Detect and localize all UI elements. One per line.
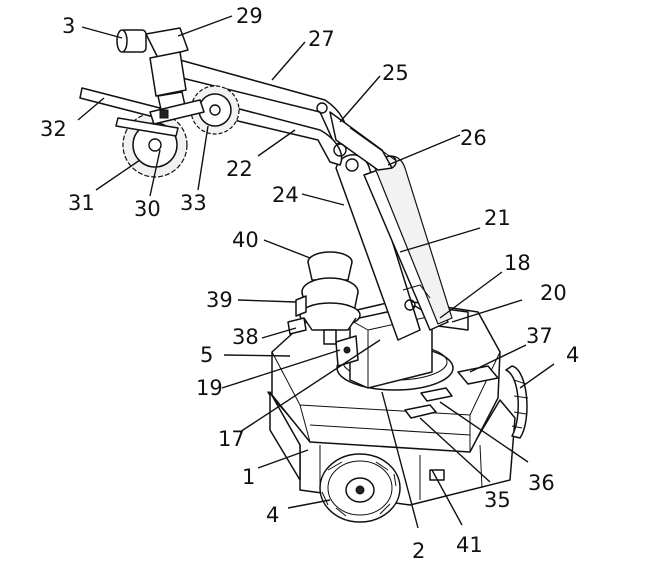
label-32: 32 bbox=[40, 117, 67, 141]
label-39: 39 bbox=[206, 288, 233, 312]
label-25: 25 bbox=[382, 61, 409, 85]
sensor-head bbox=[287, 251, 361, 345]
label-22: 22 bbox=[226, 157, 253, 181]
label-41: 41 bbox=[456, 533, 483, 557]
label-4-right: 4 bbox=[566, 343, 579, 367]
label-40: 40 bbox=[232, 228, 259, 252]
label-3: 3 bbox=[62, 14, 75, 38]
label-18: 18 bbox=[504, 251, 531, 275]
label-17: 17 bbox=[218, 427, 245, 451]
label-33: 33 bbox=[180, 191, 207, 215]
label-2: 2 bbox=[412, 539, 425, 563]
label-24: 24 bbox=[272, 183, 299, 207]
label-21: 21 bbox=[484, 206, 511, 230]
label-30: 30 bbox=[134, 197, 161, 221]
label-5: 5 bbox=[200, 343, 213, 367]
label-20: 20 bbox=[540, 281, 567, 305]
label-26: 26 bbox=[460, 126, 487, 150]
leader-lines bbox=[77, 15, 555, 529]
label-1: 1 bbox=[242, 465, 255, 489]
label-31: 31 bbox=[68, 191, 95, 215]
arm-base-plates bbox=[335, 305, 469, 389]
label-38: 38 bbox=[232, 325, 259, 349]
mecanum-wheel-right bbox=[505, 365, 529, 439]
label-29: 29 bbox=[236, 4, 263, 28]
label-19: 19 bbox=[196, 376, 223, 400]
label-37: 37 bbox=[526, 324, 553, 348]
label-36: 36 bbox=[528, 471, 555, 495]
label-35: 35 bbox=[484, 488, 511, 512]
label-4-front: 4 bbox=[266, 503, 279, 527]
part-labels: 3 29 27 25 32 26 22 31 30 33 24 21 40 18… bbox=[40, 4, 579, 563]
label-27: 27 bbox=[308, 27, 335, 51]
mecanum-wheel-front bbox=[319, 453, 401, 523]
